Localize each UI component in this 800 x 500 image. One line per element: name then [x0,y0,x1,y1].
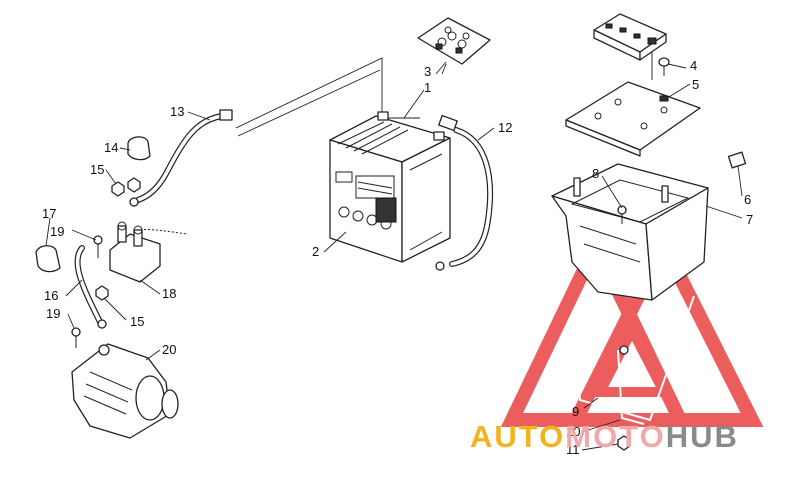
callout-8: 8 [592,166,599,181]
callout-18: 18 [162,286,176,301]
part-nuts [95,177,141,301]
callout-16: 16 [44,288,58,303]
callout-13: 13 [170,104,184,119]
part-clip [727,151,747,169]
leader-lines [45,61,743,451]
part-fuse-module [593,13,667,80]
callout-14: 14 [104,140,118,155]
callout-17: 17 [42,206,56,221]
part-tray-lid [565,81,701,157]
callout-11: 11 [566,442,580,457]
part-straps [573,295,695,425]
part-terminal-boot [127,136,151,161]
part-battery-cable-negative [129,109,233,207]
callout-15: 15 [90,162,104,177]
part-nut-11 [617,435,631,451]
part-battery-cable-positive [435,114,493,271]
part-starter-solenoid [109,221,189,283]
callout-19b: 19 [46,306,60,321]
callout-19: 19 [50,224,64,239]
part-knob [658,57,670,76]
callout-4: 4 [690,58,697,73]
callout-7: 7 [746,212,753,227]
callout-1: 1 [424,80,431,95]
watermark-text: AUTOMOTOHUB [470,419,739,454]
part-solenoid-wire [35,245,107,329]
callout-20: 20 [162,342,176,357]
watermark-logo [500,228,764,427]
watermark-triangle-right [564,229,764,427]
part-battery-box [551,163,709,301]
part-hardware-bag [417,17,491,75]
callout-2: 2 [312,244,319,259]
part-bolts [71,235,103,348]
callout-10: 10 [566,424,580,439]
watermark-text-auto: AUTO [470,419,565,454]
callout-12: 12 [498,120,512,135]
callout-15b: 15 [130,314,144,329]
callout-6: 6 [744,192,751,207]
watermark-text-moto: MOTO [565,419,665,454]
watermark-triangle-inner [591,319,673,397]
part-battery [329,111,451,263]
callout-labels: 1 2 3 4 5 6 7 8 9 10 11 12 13 14 15 15 1… [42,58,753,457]
watermark-text-hub: HUB [666,419,739,454]
reference-lines [235,57,420,137]
callout-9: 9 [572,404,579,419]
svg-text:AUTOMOTOHUB: AUTOMOTOHUB [470,419,739,454]
callout-5: 5 [692,77,699,92]
part-screw [617,205,627,224]
part-starter-motor [71,343,179,439]
callout-3: 3 [424,64,431,79]
